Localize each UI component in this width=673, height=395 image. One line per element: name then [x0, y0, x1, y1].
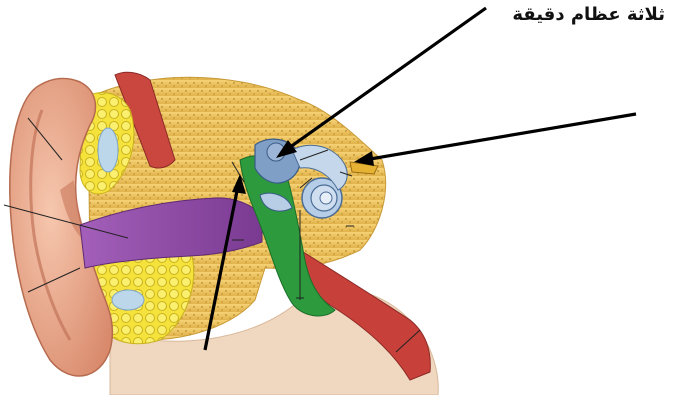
arrow-ossicles [286, 8, 486, 150]
cavity [98, 128, 118, 172]
cavity [112, 290, 144, 310]
arrow-nerve [364, 114, 636, 160]
ossicles-label: ثلاثة عظام دقيقة [512, 4, 665, 25]
